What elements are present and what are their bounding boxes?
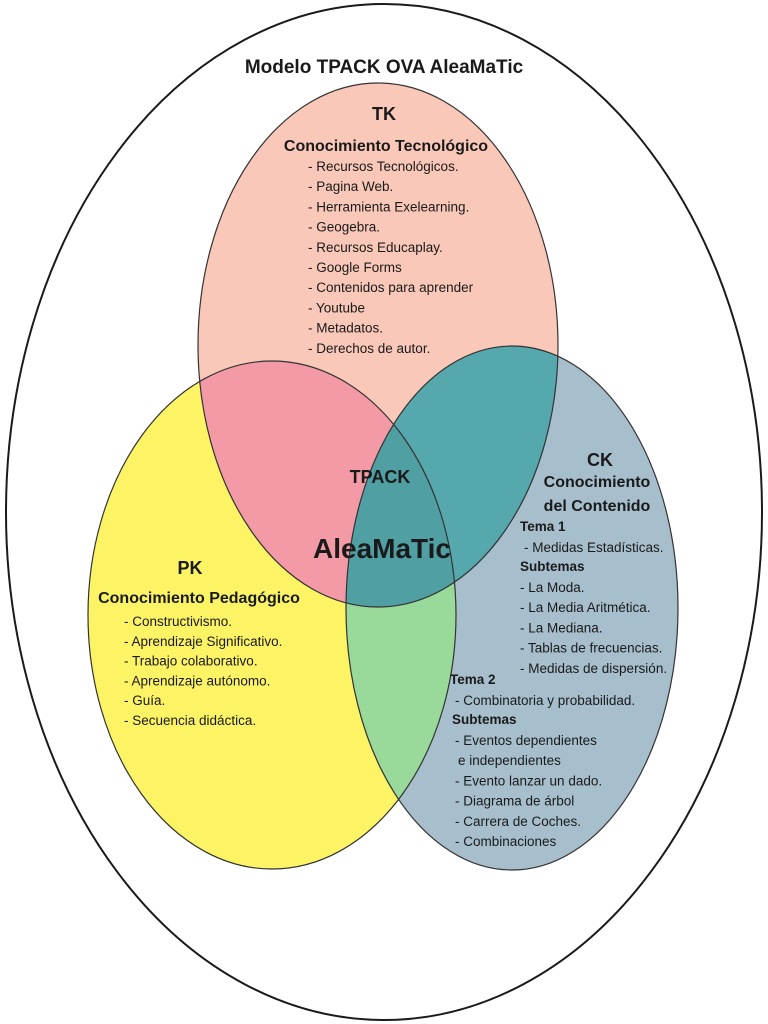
tk-code: TK xyxy=(372,104,396,124)
tk-item: - Herramienta Exelearning. xyxy=(308,199,469,214)
pk-item: - Aprendizaje Significativo. xyxy=(124,634,282,649)
tk-name: Conocimiento Tecnológico xyxy=(284,138,488,155)
pk-items-list: - Constructivismo. - Aprendizaje Signific… xyxy=(124,614,282,728)
ck-tema2-subtema: - Diagrama de árbol xyxy=(455,794,574,809)
ck-tema2-subtemas-list: - Eventos dependientes e independientes - … xyxy=(455,733,602,849)
tk-item: - Youtube xyxy=(308,300,365,315)
tpack-label: TPACK xyxy=(350,467,411,487)
ck-tema1-subtema: - La Moda. xyxy=(520,580,585,595)
ck-tema2-label: Tema 2 xyxy=(450,672,496,687)
ck-tema2-subtema: - Carrera de Coches. xyxy=(455,814,581,829)
ck-name-line1: Conocimiento xyxy=(544,474,651,491)
ck-tema2-topic: - Combinatoria y probabilidad. xyxy=(455,693,635,708)
pk-item: - Secuencia didáctica. xyxy=(124,713,256,728)
tk-items-list: - Recursos Tecnológicos. - Pagina Web. - H… xyxy=(308,159,474,356)
pk-outline xyxy=(87,360,457,870)
tk-item: - Geogebra. xyxy=(308,220,380,235)
ck-name-line2: del Contenido xyxy=(544,498,651,515)
pk-code: PK xyxy=(177,558,202,578)
ck-tema1-subtema: - La Mediana. xyxy=(520,620,603,635)
tk-outline xyxy=(197,82,559,608)
ck-tema1-topic: - Medidas Estadísticas. xyxy=(524,540,664,555)
ck-tema1-subtema: - Tablas de frecuencias. xyxy=(520,641,662,656)
ck-tema2-subtema: - Evento lanzar un dado. xyxy=(455,773,602,788)
tk-ck-intersection xyxy=(346,346,558,607)
ck-tema2-subtemas-label: Subtemas xyxy=(452,712,517,727)
tk-item: - Metadatos. xyxy=(308,321,383,336)
ck-tema1-subtema: - La Media Aritmética. xyxy=(520,600,651,615)
tk-item: - Recursos Tecnológicos. xyxy=(308,159,459,174)
pk-item: - Guía. xyxy=(124,693,165,708)
pk-item: - Constructivismo. xyxy=(124,614,232,629)
tk-item: - Derechos de autor. xyxy=(308,341,430,356)
ck-code: CK xyxy=(587,450,613,470)
ck-tema1-label: Tema 1 xyxy=(520,519,566,534)
pk-name: Conocimiento Pedagógico xyxy=(98,590,300,607)
ck-tema2-subtema: - Combinaciones xyxy=(455,834,557,849)
aleamatic-label: AleaMaTic xyxy=(313,533,451,564)
pk-item: - Trabajo colaborativo. xyxy=(124,654,258,669)
tk-item: - Contenidos para aprender xyxy=(308,280,474,295)
tk-item: - Pagina Web. xyxy=(308,179,393,194)
ck-tema2-subtema: e independientes xyxy=(458,753,561,768)
diagram-title: Modelo TPACK OVA AleaMaTic xyxy=(245,57,524,78)
tk-item: - Google Forms xyxy=(308,260,402,275)
ck-outline xyxy=(345,345,679,871)
pk-item: - Aprendizaje autónomo. xyxy=(124,673,270,688)
ck-tema2-subtema: - Eventos dependientes xyxy=(455,733,597,748)
ck-tema1-subtemas-label: Subtemas xyxy=(520,559,585,574)
tk-item: - Recursos Educaplay. xyxy=(308,240,443,255)
ck-tema1-subtema: - Medidas de dispersión. xyxy=(520,661,667,676)
ck-tema1-subtemas-list: - La Moda. - La Media Aritmética. - La Med… xyxy=(520,580,667,676)
